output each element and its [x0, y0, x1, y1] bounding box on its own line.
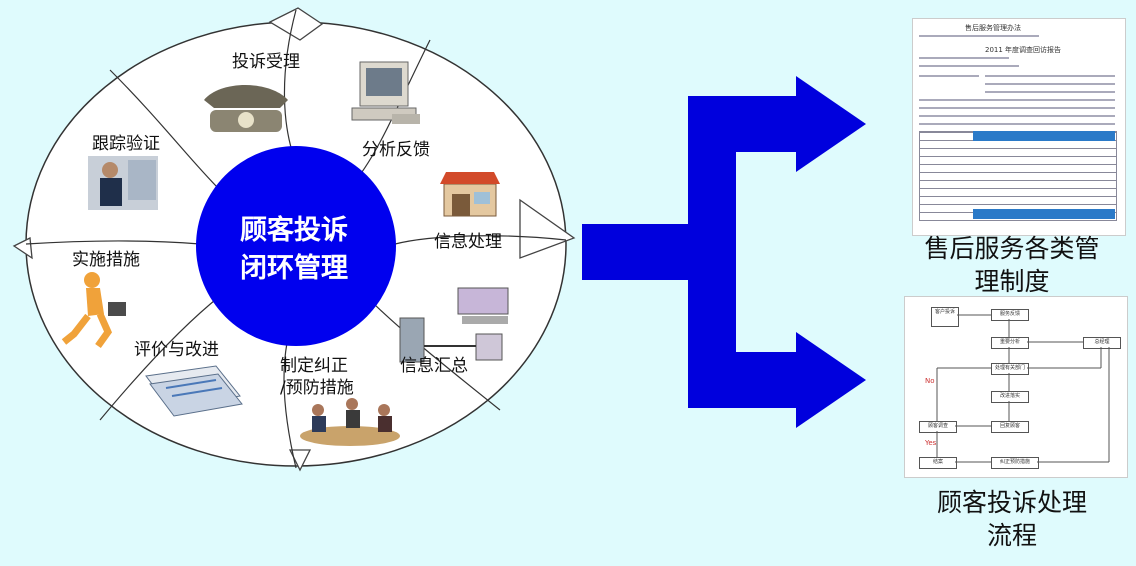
- flow-node-service-feedback: 服务反馈: [991, 309, 1029, 321]
- shop-icon: [440, 172, 500, 217]
- flow-node-customer-complaint: 客户投诉: [931, 307, 959, 327]
- step-complaint-receipt: 投诉受理: [232, 52, 300, 72]
- doc2-title-line1: 顾客投诉处理: [936, 488, 1087, 517]
- cycle-arrow-bottom: [288, 449, 312, 472]
- flow-node-department: 处理有关部门: [991, 363, 1029, 375]
- complaint-flowchart: 客户投诉 服务反馈 重要分析 总经理 处理有关部门 改进落实 顾客调查 回复顾客…: [904, 296, 1128, 478]
- step-implementation: 实施措施: [72, 250, 140, 270]
- step-tracking: 跟踪验证: [92, 134, 160, 154]
- flow-node-general-manager: 总经理: [1083, 337, 1121, 349]
- management-rules-document: 售后服务管理办法 2011 年度调查回访报告: [912, 18, 1126, 236]
- flow-node-analysis: 重要分析: [991, 337, 1029, 349]
- cycle-arrow-left: [12, 236, 33, 260]
- documents-icon: [145, 365, 243, 417]
- flow-node-close: 结案: [919, 457, 957, 469]
- meeting-icon: [300, 398, 400, 446]
- step-info-summary: 信息汇总: [400, 356, 468, 376]
- doc1-title-line2: 理制度: [974, 267, 1050, 296]
- step-info-processing: 信息处理: [434, 232, 502, 252]
- center-title-line2: 闭环管理: [240, 253, 348, 284]
- center-title-line1: 顾客投诉: [240, 215, 348, 246]
- runner-icon: [61, 272, 126, 349]
- doc1-title: 售后服务各类管 理制度: [892, 232, 1132, 298]
- flow-yes-label: Yes: [925, 439, 937, 447]
- doc1-title-line1: 售后服务各类管: [924, 234, 1100, 263]
- computer-icon: [351, 61, 420, 124]
- flow-node-corrective: 纠正预防措施: [991, 457, 1039, 469]
- doc1-subheading: 2011 年度调查回访报告: [985, 46, 1062, 54]
- flow-node-improvement: 改进落实: [991, 391, 1029, 403]
- office-worker-icon: [88, 156, 158, 210]
- flow-no-label: No: [925, 377, 935, 385]
- flow-node-reply: 回复顾客: [991, 421, 1029, 433]
- flowchart-connectors: [936, 314, 1110, 463]
- telephone-icon: [204, 85, 288, 132]
- doc2-title: 顾客投诉处理 流程: [892, 486, 1132, 552]
- doc1-heading: 售后服务管理办法: [965, 24, 1021, 32]
- flow-node-customer-survey: 顾客调查: [919, 421, 957, 433]
- workstation-icon: [399, 287, 509, 363]
- cycle-arrow-right: [519, 198, 576, 259]
- step-corrective-line2: /预防措施: [280, 378, 354, 398]
- step-analysis-feedback: 分析反馈: [362, 140, 430, 160]
- center-title: 顾客投诉 闭环管理: [206, 212, 382, 288]
- cycle-dividers: [25, 9, 567, 469]
- step-corrective-line1: 制定纠正: [280, 356, 348, 376]
- output-bracket-arrow: [582, 76, 866, 428]
- step-evaluation: 评价与改进: [134, 340, 219, 360]
- doc2-title-line2: 流程: [986, 521, 1037, 550]
- center-circle: [196, 146, 396, 346]
